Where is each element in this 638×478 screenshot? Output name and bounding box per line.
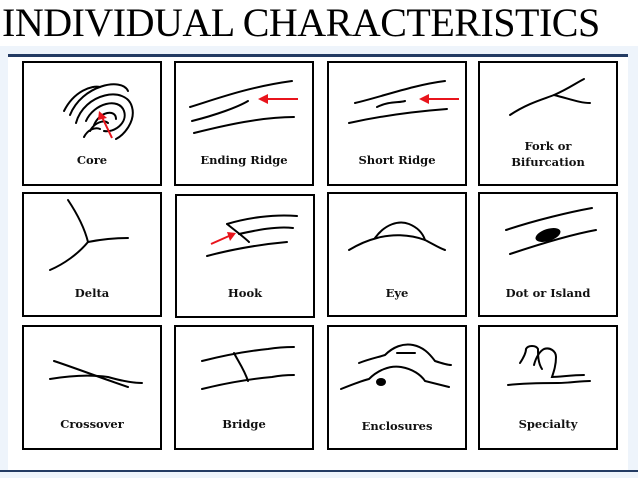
core-ridge-icon <box>63 83 134 140</box>
dot-island-ridge-icon <box>505 207 597 255</box>
label-delta: Delta <box>74 286 110 300</box>
cell-crossover: Crossover <box>22 325 162 450</box>
specialty-ridge-icon <box>507 345 591 386</box>
label-enclosures: Enclosures <box>361 419 433 433</box>
crossover-ridge-icon <box>49 360 143 388</box>
title-band: INDIVIDUAL CHARACTERISTICS <box>0 0 638 46</box>
cell-fork: Fork or Bifurcation <box>478 61 618 186</box>
cell-delta: Delta <box>22 192 162 317</box>
cell-hook: Hook <box>175 194 315 318</box>
cell-specialty: Specialty <box>478 325 618 450</box>
fork-ridge-icon <box>509 78 591 116</box>
enclosure-ridge-icon <box>340 343 452 390</box>
label-dot-island: Dot or Island <box>505 286 591 300</box>
label-bridge: Bridge <box>222 417 266 431</box>
label-fork-line-1: Fork or <box>524 139 572 153</box>
slide-title: INDIVIDUAL CHARACTERISTICS <box>2 0 600 45</box>
label-ending-ridge: Ending Ridge <box>200 153 288 167</box>
ending-ridge-icon <box>189 80 298 134</box>
delta-ridge-icon <box>49 199 129 271</box>
cell-eye: Eye <box>327 192 467 317</box>
short-ridge-icon <box>348 80 459 124</box>
hook-ridge-icon <box>206 214 298 257</box>
bottom-rule <box>0 470 638 472</box>
eye-ridge-icon <box>348 221 446 251</box>
cell-dot-island: Dot or Island <box>478 192 618 317</box>
cell-bridge: Bridge <box>174 325 314 450</box>
label-hook: Hook <box>227 286 263 300</box>
label-specialty: Specialty <box>518 417 578 431</box>
label-crossover: Crossover <box>60 417 124 431</box>
label-fork-line-2: Bifurcation <box>511 155 585 169</box>
cell-core: Core <box>22 61 162 186</box>
cell-short-ridge: Short Ridge <box>327 61 467 186</box>
cell-enclosures: Enclosures <box>327 325 467 450</box>
label-eye: Eye <box>385 286 409 300</box>
bridge-ridge-icon <box>201 346 295 390</box>
label-short-ridge: Short Ridge <box>358 153 436 167</box>
label-core: Core <box>76 153 108 167</box>
cell-ending-ridge: Ending Ridge <box>174 61 314 186</box>
